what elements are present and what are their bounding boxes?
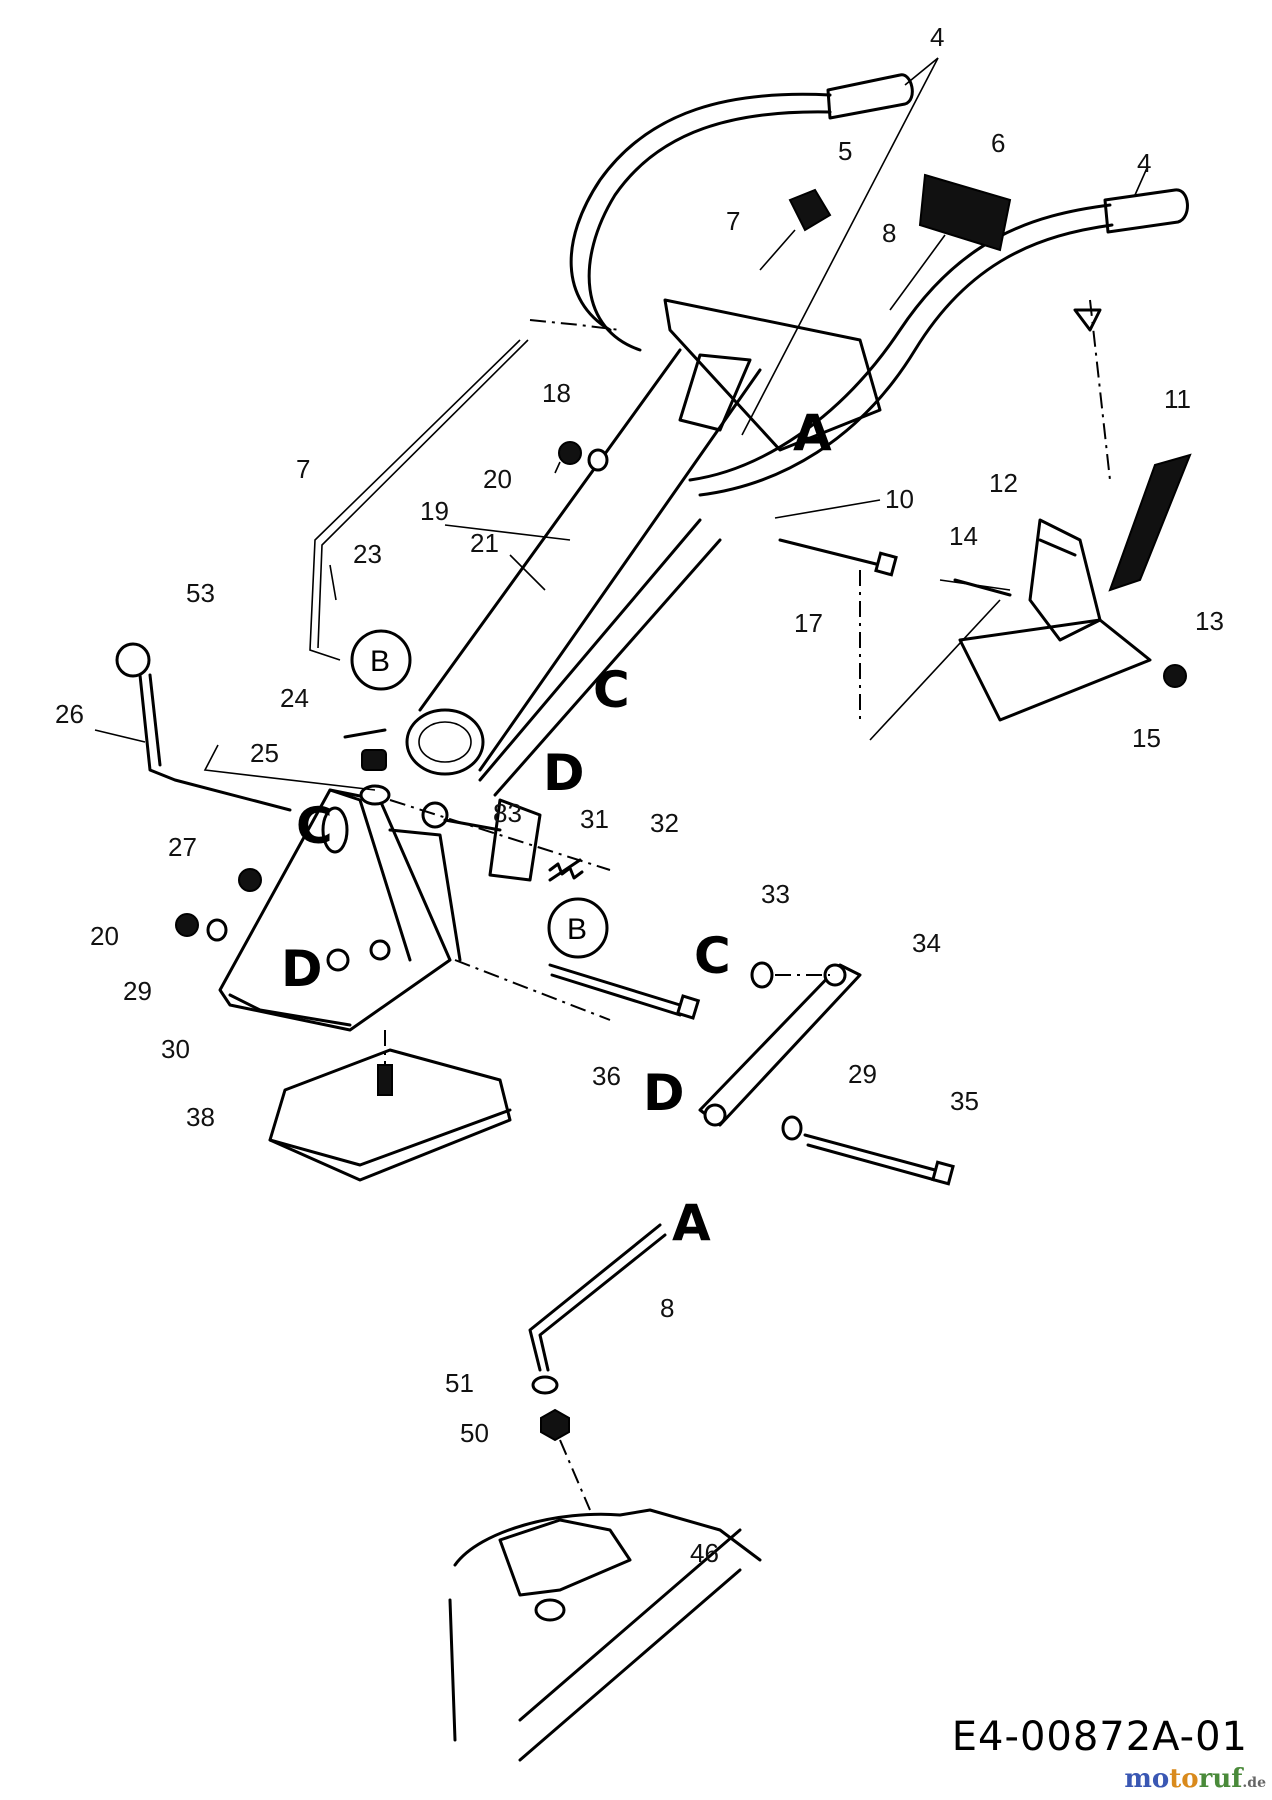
part-number-label: 27 (168, 832, 197, 862)
reference-letters: A C D C C D D A (281, 404, 832, 1252)
part-number-label: 5 (838, 136, 852, 166)
document-id: E4-00872A-01 (951, 1714, 1248, 1760)
part-number-label: 29 (123, 976, 152, 1006)
part-number-label: 4 (930, 22, 944, 52)
watermark-logo: motoruf.de (1124, 1764, 1266, 1794)
part-number-label: 17 (794, 608, 823, 638)
part-number-label: 32 (650, 808, 679, 838)
part-number-label: 25 (250, 738, 279, 768)
part-number-label: 20 (90, 921, 119, 951)
part-number-label: 6 (991, 128, 1005, 158)
part-number-label: 8 (882, 218, 896, 248)
circle-letter: B (567, 913, 587, 946)
circle-b-marker (350, 629, 412, 691)
part-number-labels: 4 5 6 7 4 8 11 18 20 7 19 10 12 21 14 13… (55, 22, 1224, 1568)
part-number-label: 12 (989, 468, 1018, 498)
part-number-label: 20 (483, 464, 512, 494)
part-number-label: 34 (912, 928, 941, 958)
part-number-label: 30 (161, 1034, 190, 1064)
part-number-label: 14 (949, 521, 978, 551)
circle-letter: B (370, 645, 390, 678)
part-number-label: 7 (726, 206, 740, 236)
circle-b-marker (547, 897, 609, 959)
part-number-label: 10 (885, 484, 914, 514)
part-number-label: 31 (580, 804, 609, 834)
part-number-label: 33 (761, 879, 790, 909)
part-number-label: 7 (296, 454, 310, 484)
reference-letter: D (281, 940, 323, 998)
watermark-part: to (1169, 1764, 1199, 1794)
reference-letter: C (296, 797, 333, 855)
part-number-label: 53 (186, 578, 215, 608)
part-number-label: 38 (186, 1102, 215, 1132)
part-number-label: 29 (848, 1059, 877, 1089)
reference-letter: C (694, 927, 731, 985)
reference-letter: A (672, 1194, 711, 1252)
part-number-label: 18 (542, 378, 571, 408)
watermark-tld: .de (1242, 1775, 1266, 1791)
part-number-label: 46 (690, 1538, 719, 1568)
part-number-label: 8 (660, 1293, 674, 1323)
part-number-label: 24 (280, 683, 309, 713)
part-number-label: 23 (353, 539, 382, 569)
part-number-label: 26 (55, 699, 84, 729)
circled-reference-letters: B B (350, 629, 609, 959)
part-number-label: 19 (420, 496, 449, 526)
reference-letter: D (543, 744, 585, 802)
part-number-label: 35 (950, 1086, 979, 1116)
part-number-label: 83 (493, 798, 522, 828)
part-number-label: 4 (1137, 148, 1151, 178)
watermark-part: mo (1124, 1764, 1170, 1794)
part-number-label: 36 (592, 1061, 621, 1091)
reference-letter: D (643, 1064, 685, 1122)
part-number-label: 15 (1132, 723, 1161, 753)
reference-letter: A (793, 404, 832, 462)
part-number-label: 21 (470, 528, 499, 558)
part-number-label: 50 (460, 1418, 489, 1448)
reference-letter: C (593, 661, 630, 719)
exploded-view-drawing (94, 57, 1192, 1762)
part-number-label: 11 (1164, 384, 1191, 414)
watermark-part: ruf (1198, 1764, 1243, 1794)
part-number-label: 51 (445, 1368, 474, 1398)
part-number-label: 13 (1195, 606, 1224, 636)
